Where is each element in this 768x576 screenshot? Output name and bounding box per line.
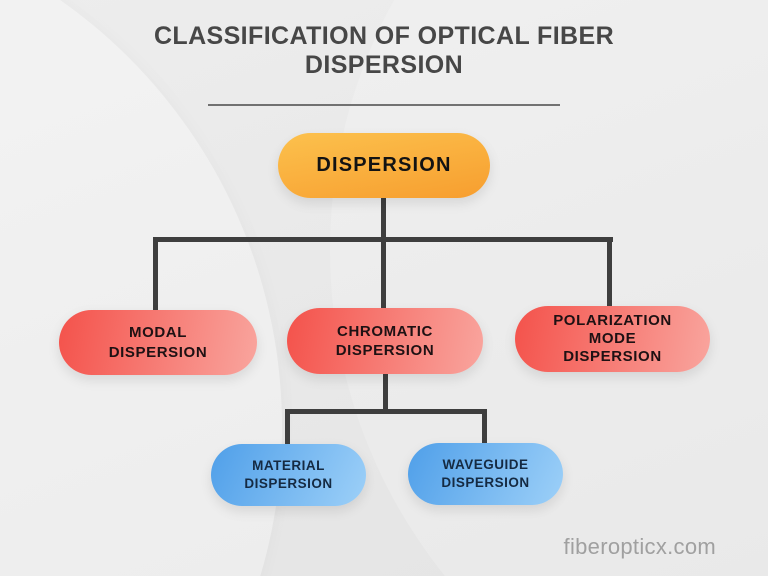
node-dispersion: DISPERSION xyxy=(278,133,490,198)
title-divider-line xyxy=(208,104,560,106)
connector-to-material xyxy=(285,409,290,445)
node-chromatic-dispersion: CHROMATIC DISPERSION xyxy=(287,308,483,374)
connector-to-polarization xyxy=(607,237,612,307)
page-title-line-2: DISPERSION xyxy=(304,51,464,79)
connector-level2-horizontal xyxy=(285,409,487,414)
connector-root-stem xyxy=(381,197,386,309)
node-material-dispersion: MATERIAL DISPERSION xyxy=(211,444,366,506)
connector-chromatic-stem xyxy=(383,373,388,413)
node-polarization-mode-dispersion: POLARIZATION MODE DISPERSION xyxy=(515,306,710,372)
connector-level1-horizontal xyxy=(153,237,613,242)
page-title-line-1: CLASSIFICATION OF OPTICAL FIBER xyxy=(153,22,615,50)
node-modal-dispersion: MODAL DISPERSION xyxy=(59,310,257,375)
node-waveguide-dispersion: WAVEGUIDE DISPERSION xyxy=(408,443,563,505)
connector-to-modal xyxy=(153,237,158,311)
watermark: fiberopticx.com xyxy=(563,534,716,559)
page-title: CLASSIFICATION OF OPTICAL FIBER DISPERSI… xyxy=(0,22,768,80)
connector-to-waveguide xyxy=(482,409,487,444)
